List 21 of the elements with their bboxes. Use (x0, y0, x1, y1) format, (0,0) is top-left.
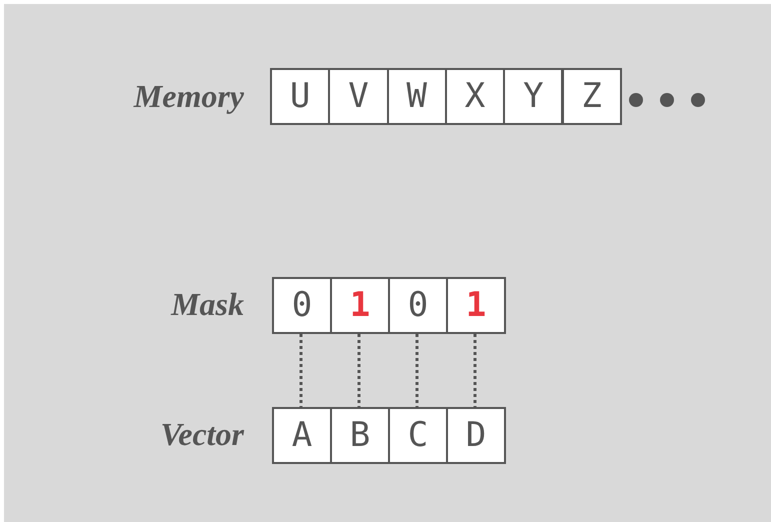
cell: 0 (272, 277, 332, 334)
cell: 1 (330, 277, 390, 334)
row-label: Mask (171, 285, 244, 324)
cell: U (270, 68, 330, 125)
cell: D (446, 407, 506, 464)
dotted-line (416, 334, 418, 407)
cell: W (386, 68, 447, 125)
cell: C (388, 407, 448, 464)
cell: X (444, 68, 506, 125)
cell: 0 (388, 277, 448, 334)
dotted-line (358, 334, 360, 407)
cell: Y (503, 68, 564, 125)
dotted-line (474, 334, 476, 407)
cell: A (272, 407, 332, 464)
cell: Z (562, 68, 622, 125)
cell: B (330, 407, 390, 464)
row-label: Memory (134, 77, 244, 116)
row-label: Vector (160, 415, 244, 454)
cell: 1 (446, 277, 506, 334)
dotted-line (300, 334, 302, 407)
cell: V (328, 68, 389, 125)
